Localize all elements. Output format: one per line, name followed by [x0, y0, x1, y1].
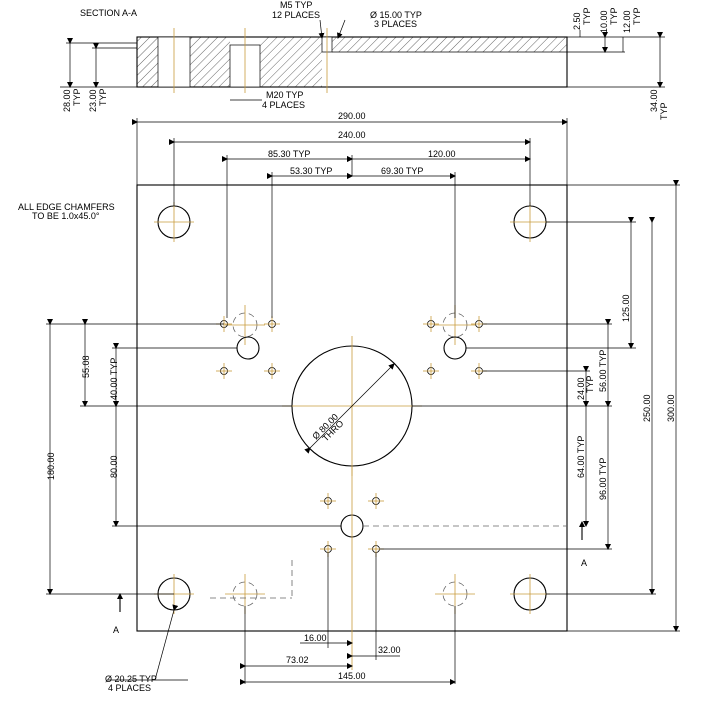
corner-hole-callout-places: 4 PLACES [108, 683, 151, 693]
dim-24-typ: TYP [585, 375, 595, 393]
dim-10-typ: TYP [609, 7, 619, 25]
dim-12: 12.00 [622, 10, 632, 33]
bottom-dimensions: 16.00 32.00 73.02 145.00 Ø 20.25 TYP 4 P… [105, 466, 456, 693]
dim-23-typ: TYP [98, 88, 108, 106]
dim-56: 56.00 TYP [598, 350, 608, 392]
corner-hole [154, 202, 194, 242]
corner-hole [510, 202, 550, 242]
dia15-callout-places: 3 PLACES [374, 19, 417, 29]
dia15-hole [236, 336, 260, 360]
m20-callout-places: 4 PLACES [262, 100, 305, 110]
right-dimensions: 125.00 56.00 TYP 24.00 TYP 64.00 TYP 96.… [380, 180, 680, 632]
dim-28: 28.00 [62, 89, 72, 112]
top-dimensions: 290.00 240.00 85.30 TYP 120.00 53.30 TYP… [132, 111, 568, 318]
plan-view: Ø 80.00 THRO A A [113, 184, 587, 635]
dim-250: 250.00 [642, 394, 652, 422]
dim-53: 53.30 TYP [290, 166, 332, 176]
dim-120: 120.00 [428, 149, 456, 159]
dim-240: 240.00 [338, 130, 366, 140]
dim-34: 34.00 [649, 89, 659, 112]
section-hatch [137, 37, 158, 87]
dim-16: 16.00 [304, 633, 327, 643]
section-hatch [260, 37, 322, 87]
dim-73: 73.02 [286, 655, 309, 665]
dim-125: 125.00 [621, 294, 631, 322]
m5-callout: M5 TYP [280, 0, 312, 10]
dim-32: 32.00 [378, 645, 401, 655]
dim-55: 55.08 [81, 355, 91, 378]
chamfer-note: ALL EDGE CHAMFERS [18, 202, 115, 212]
chamfer-note-line2: TO BE 1.0x45.0° [32, 211, 100, 221]
dim-69: 69.30 TYP [381, 166, 423, 176]
corner-hole [510, 574, 550, 614]
dim-28-typ: TYP [72, 88, 82, 106]
dim-40: 40.00 TYP [109, 358, 119, 400]
dim-96: 96.00 TYP [598, 458, 608, 500]
section-hatch [190, 37, 230, 87]
dim-2-5-typ: TYP [582, 7, 592, 25]
dim-24: 24.00 [576, 377, 586, 400]
section-marker-left: A [113, 625, 119, 635]
section-view: SECTION A-A 28.00 TYP 23.00 TYP M5 TYP 1… [60, 0, 669, 120]
dim-300: 300.00 [666, 394, 676, 422]
dim-2-5: 2.50 [572, 12, 582, 30]
m5-callout-places: 12 PLACES [272, 10, 320, 20]
section-marker-right: A [581, 558, 587, 568]
section-hatch [332, 37, 567, 52]
dim-290: 290.00 [338, 111, 366, 121]
dim-34-typ: TYP [659, 102, 669, 120]
corner-hole-callout: Ø 20.25 TYP [105, 674, 157, 684]
m5-hole-group [220, 320, 483, 553]
dim-12-typ: TYP [632, 7, 642, 25]
dim-80: 80.00 [109, 455, 119, 478]
dia15-callout: Ø 15.00 TYP [370, 10, 422, 20]
dim-64: 64.00 TYP [576, 436, 586, 478]
dim-23: 23.00 [88, 89, 98, 112]
m20-hole [225, 305, 265, 345]
section-title: SECTION A-A [80, 8, 137, 18]
left-dimensions: 180.00 55.08 40.00 TYP 80.00 [46, 319, 341, 595]
dim-85: 85.30 TYP [268, 149, 310, 159]
dim-145: 145.00 [338, 671, 366, 681]
m20-callout: M20 TYP [266, 90, 303, 100]
dim-10: 10.00 [599, 10, 609, 33]
dim-180: 180.00 [46, 452, 56, 480]
